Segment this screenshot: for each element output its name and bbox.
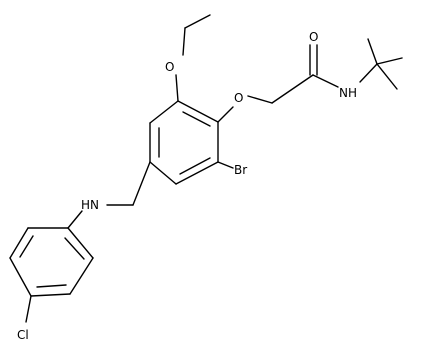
bond-ch2-carbonyl — [271, 74, 314, 104]
bond-aryl-c2-c3 — [69, 257, 94, 295]
bond-ch2-o-ether — [175, 74, 179, 102]
bond-n-tbutyl — [359, 63, 378, 83]
bond-aryl-double-3 — [19, 235, 34, 258]
bond-ring-double-1 — [182, 111, 211, 127]
bond-aryl-c4-c5 — [9, 257, 32, 297]
chlorine-label: Cl — [17, 328, 29, 342]
bond-aryl-c3-c4 — [30, 293, 71, 297]
bond-aryl-double-2 — [36, 284, 67, 288]
bond-ring-o-phenoxy — [217, 106, 234, 123]
bonds — [9, 14, 403, 323]
bond-nh-aryl — [67, 210, 83, 229]
bromine-label: Br — [234, 163, 247, 177]
bond-aryl-c1-c2 — [67, 227, 94, 259]
phenoxy-oxygen-label: O — [234, 91, 243, 105]
bond-tbutyl-methyl-up — [367, 38, 378, 65]
ether-oxygen-label: O — [165, 60, 174, 74]
bond-ring-double-2 — [179, 157, 211, 175]
bond-ring-c1-c2 — [177, 100, 219, 123]
bond-ring-c6-c1 — [149, 100, 179, 124]
bond-ring-c3-c4 — [175, 161, 219, 185]
bond-tbutyl-methyl-right — [376, 57, 403, 65]
bond-carbonyl-n — [312, 74, 339, 88]
amide-nh-label: NH — [339, 86, 357, 100]
carbonyl-oxygen-label: O — [309, 30, 318, 44]
bond-aryl-cl — [25, 295, 32, 323]
bond-tbutyl-methyl-down — [376, 63, 398, 90]
bond-ring-ch2 — [132, 161, 151, 206]
bond-ethyl-terminal — [184, 14, 211, 29]
bond-ring-c4-c5 — [149, 161, 177, 185]
bond-ring-br — [217, 161, 234, 169]
bond-ethyl-ch2 — [182, 27, 186, 56]
amine-hn-label: HN — [81, 198, 99, 212]
bond-aryl-c5-c6 — [9, 227, 29, 259]
bond-aryl-double-1 — [64, 237, 85, 260]
bond-o-ch2 — [247, 95, 273, 104]
atom-labels: O O O NH HN Br Cl — [17, 30, 357, 342]
